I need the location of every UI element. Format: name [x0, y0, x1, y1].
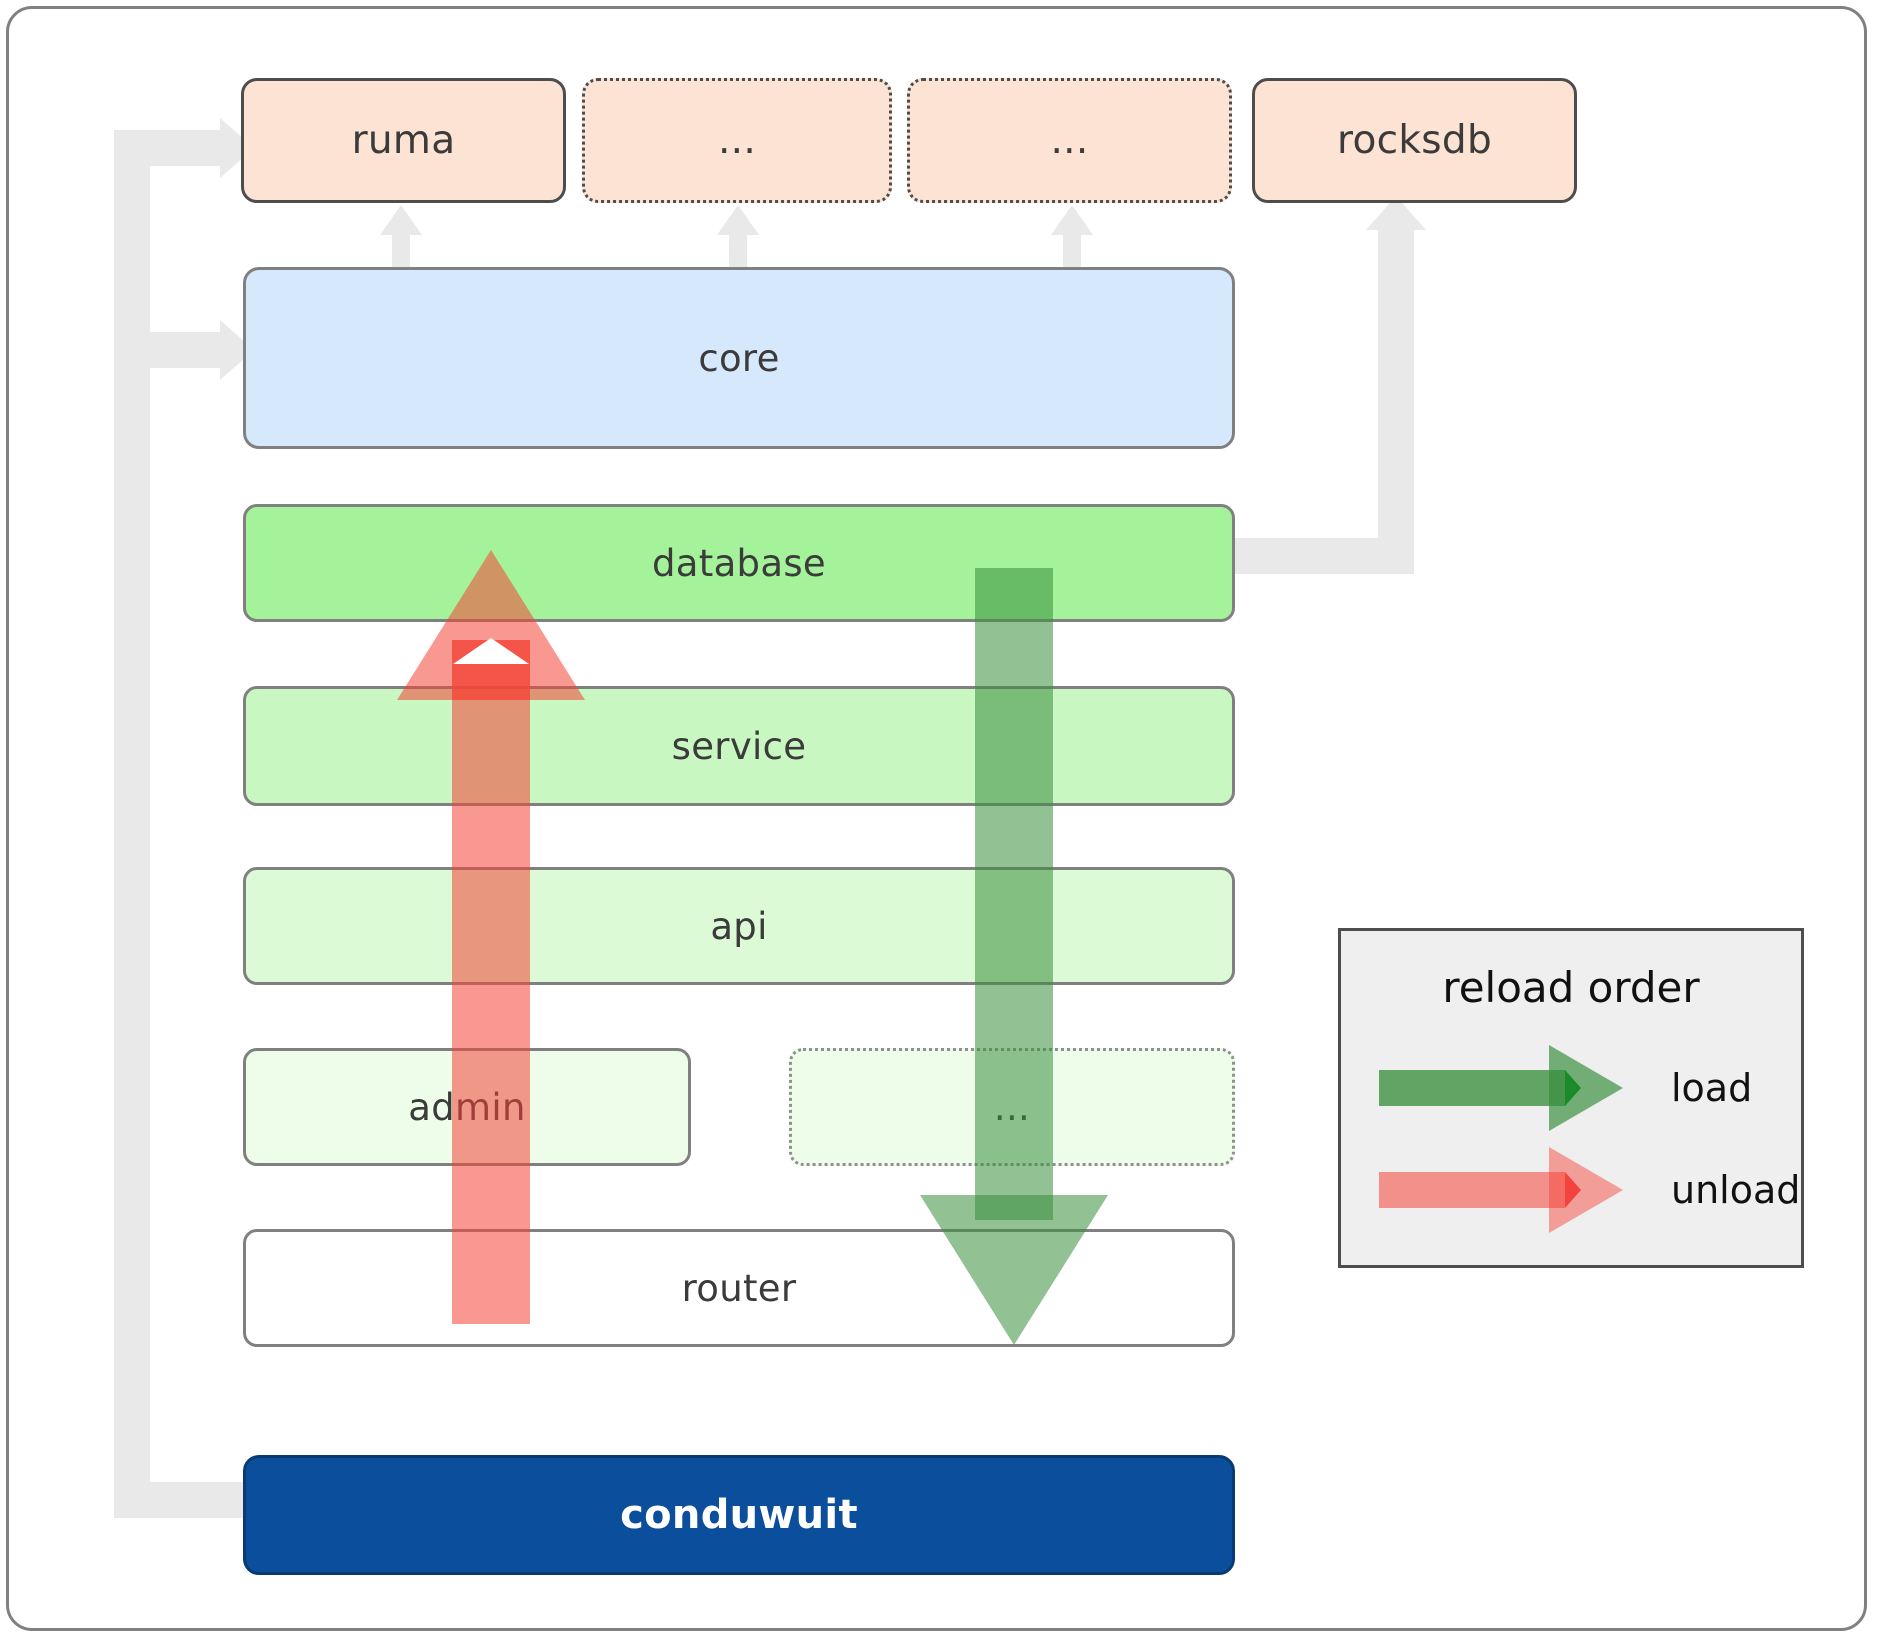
- dep-label-placeholder-1: ...: [717, 118, 757, 163]
- flow-unload-notch: [453, 638, 529, 664]
- layer-box-database[interactable]: database: [243, 504, 1235, 622]
- legend-load-shaft: [1379, 1070, 1565, 1106]
- app-box-conduwuit[interactable]: conduwuit: [243, 1455, 1235, 1575]
- dep-box-rocksdb[interactable]: rocksdb: [1252, 78, 1577, 203]
- dep-label-placeholder-2: ...: [1050, 118, 1089, 163]
- pipe-branch-ruma: [114, 130, 224, 166]
- legend-row-unload: unload: [1379, 1147, 1801, 1233]
- dep-label-rocksdb: rocksdb: [1337, 118, 1492, 163]
- legend-unload-head: [1549, 1147, 1623, 1233]
- layer-label-database: database: [652, 541, 826, 585]
- flow-load-head: [920, 1195, 1108, 1345]
- legend-unload-notch: [1565, 1172, 1581, 1208]
- layer-label-core: core: [698, 336, 780, 380]
- uses-arrow-ruma: [380, 205, 422, 235]
- legend-load-notch: [1565, 1070, 1581, 1106]
- uses-shaft-dots1: [729, 232, 747, 270]
- legend-row-load: load: [1379, 1045, 1799, 1131]
- dep-label-ruma: ruma: [351, 118, 456, 163]
- legend-title: reload order: [1442, 963, 1700, 1012]
- pipe-branch-core: [114, 332, 224, 368]
- layer-label-service: service: [671, 724, 807, 768]
- legend-load-head: [1549, 1045, 1623, 1131]
- uses-shaft-dots2: [1063, 232, 1081, 270]
- uses-arrow-dots2: [1051, 205, 1093, 235]
- layer-box-service[interactable]: service: [243, 686, 1235, 806]
- uses-shaft-ruma: [392, 232, 410, 270]
- layer-box-api[interactable]: api: [243, 867, 1235, 985]
- legend-unload-shaft: [1379, 1172, 1565, 1208]
- legend-panel: reload order load unload: [1338, 928, 1804, 1268]
- legend-label-load: load: [1671, 1066, 1753, 1110]
- dep-box-placeholder-2[interactable]: ...: [907, 78, 1232, 203]
- layer-box-core[interactable]: core: [243, 267, 1235, 449]
- pipe-app-to-app: [114, 1482, 244, 1518]
- flow-unload-shaft: [452, 640, 530, 1324]
- legend-label-unload: unload: [1671, 1168, 1801, 1212]
- dep-box-ruma[interactable]: ruma: [241, 78, 566, 203]
- uses-arrow-dots1: [717, 205, 759, 235]
- layer-label-router: router: [681, 1266, 797, 1310]
- dep-box-placeholder-1[interactable]: ...: [582, 78, 892, 203]
- diagram-frame: [6, 6, 1867, 1631]
- flow-load-shaft: [975, 568, 1053, 1220]
- layer-label-api: api: [710, 904, 768, 948]
- app-label-conduwuit: conduwuit: [620, 1492, 858, 1538]
- pipe-db-vertical: [1378, 222, 1414, 574]
